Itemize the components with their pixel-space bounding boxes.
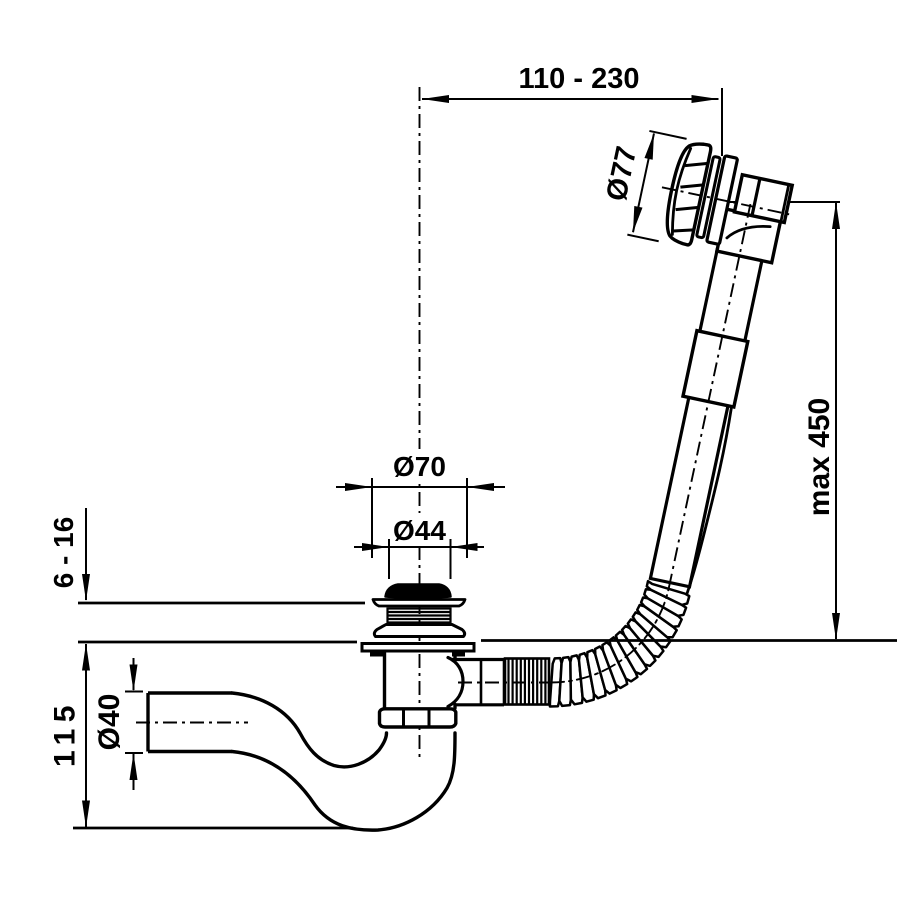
svg-text:max 450: max 450 — [803, 398, 836, 516]
svg-text:Ø44: Ø44 — [393, 515, 446, 546]
svg-text:6 - 16: 6 - 16 — [48, 517, 79, 589]
svg-text:Ø40: Ø40 — [93, 694, 126, 751]
svg-text:110 - 230: 110 - 230 — [519, 63, 640, 95]
svg-text:115: 115 — [49, 699, 82, 767]
svg-text:Ø70: Ø70 — [393, 451, 446, 482]
